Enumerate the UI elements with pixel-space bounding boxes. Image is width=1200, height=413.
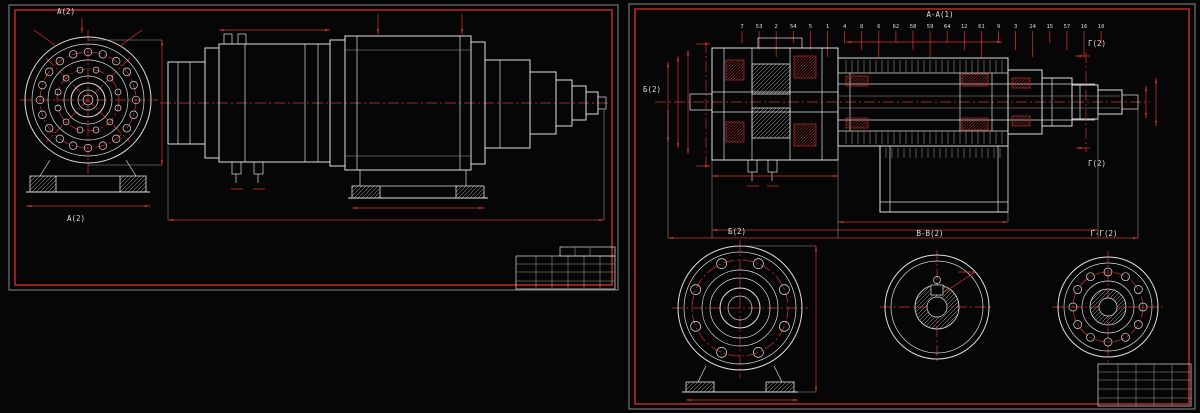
dim-rows — [667, 40, 1139, 240]
view-gg-flange: Г-Г(2) — [1052, 229, 1164, 363]
title-block-right — [1097, 363, 1192, 407]
view-gg-bolt-ring — [1068, 267, 1148, 347]
svg-text:9: 9 — [997, 24, 1000, 30]
sheet-right-frame — [634, 8, 1190, 405]
cut-line-g: Г(2) Г(2) — [1075, 39, 1106, 168]
svg-text:2: 2 — [775, 24, 778, 30]
svg-text:54: 54 — [790, 24, 797, 30]
mounting-base — [348, 170, 488, 199]
svg-text:7: 7 — [740, 24, 743, 30]
flange-front-view — [20, 29, 158, 174]
section-label-a-top: А(2) — [57, 7, 75, 16]
svg-text:59: 59 — [927, 24, 934, 30]
svg-text:24: 24 — [1029, 24, 1036, 30]
title-block-left — [515, 246, 616, 290]
svg-text:5: 5 — [809, 24, 812, 30]
sheet-left: А(2) А(2) — [8, 4, 619, 291]
svg-text:64: 64 — [944, 24, 951, 30]
view-b-label: Б(2) — [728, 227, 746, 236]
section-title-aa: А-А(1) — [926, 10, 953, 19]
view-b-flange: Б(2) — [672, 227, 818, 402]
barrel-fins-bottom — [845, 131, 1003, 144]
cut-label-g-top: Г(2) — [1088, 39, 1106, 48]
spindle-section-view — [655, 37, 1150, 213]
svg-text:57: 57 — [1064, 24, 1071, 30]
svg-text:15: 15 — [1046, 24, 1053, 30]
svg-text:6: 6 — [877, 24, 880, 30]
svg-text:12: 12 — [961, 24, 968, 30]
flange-bolt-ring-outer — [35, 47, 141, 153]
view-b-bolt-ring — [690, 258, 790, 358]
svg-text:61: 61 — [978, 24, 985, 30]
sheet-left-frame — [14, 9, 613, 286]
sheet-left-border — [8, 4, 619, 291]
barrel-fins-top — [845, 60, 1003, 73]
svg-text:1: 1 — [826, 24, 829, 30]
dim-stack-right — [1144, 77, 1158, 127]
cut-label-g-bottom: Г(2) — [1088, 159, 1106, 168]
sheet-right-border — [628, 3, 1196, 410]
svg-text:10: 10 — [1098, 24, 1105, 30]
cut-label-b: Б(2) — [643, 85, 661, 94]
callout-numbers: 7 53 2 54 5 1 4 8 6 62 58 59 64 12 61 9 3 24 15 57 16 10 — [740, 24, 1104, 57]
cut-line-b: Б(2) — [643, 42, 711, 168]
flange-bolt-ring-inner — [54, 66, 122, 134]
bracket-fins — [885, 148, 1001, 158]
svg-text:58: 58 — [910, 24, 917, 30]
view-vv-hub: В-В(2) — [880, 229, 994, 364]
svg-text:8: 8 — [860, 24, 863, 30]
sheet-right: А-А(1) 7 53 2 54 5 1 4 8 6 62 58 59 64 12 61 9 3 24 15 57 16… — [628, 3, 1196, 410]
svg-text:3: 3 — [1014, 24, 1017, 30]
svg-text:4: 4 — [843, 24, 847, 30]
section-label-a-bottom: А(2) — [67, 214, 85, 223]
spindle-side-view — [160, 33, 610, 190]
svg-text:62: 62 — [893, 24, 900, 30]
flange-stand — [26, 159, 150, 193]
svg-text:16: 16 — [1081, 24, 1088, 30]
svg-text:53: 53 — [756, 24, 763, 30]
view-vv-label: В-В(2) — [916, 229, 943, 238]
view-gg-label: Г-Г(2) — [1090, 229, 1117, 238]
